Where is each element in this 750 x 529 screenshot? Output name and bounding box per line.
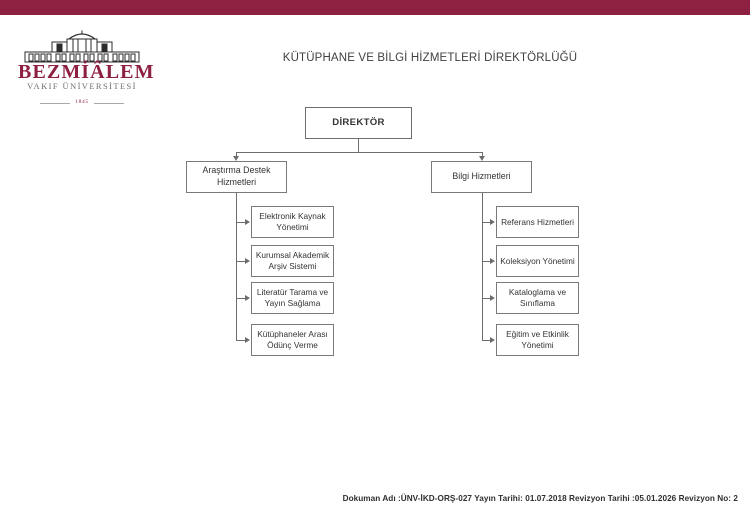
document-footer: Dokuman Adı :ÜNV-İKD-ORŞ-027 Yayın Tarih… bbox=[342, 494, 738, 503]
arrow-right-child-1 bbox=[490, 218, 495, 225]
connector-left-drop bbox=[236, 152, 237, 157]
connector-right-spine bbox=[482, 193, 483, 341]
arrow-to-left-branch bbox=[232, 156, 239, 161]
connector-right-child-1 bbox=[482, 222, 492, 223]
org-node-director[interactable]: DİREKTÖR bbox=[305, 107, 412, 139]
connector-left-spine bbox=[236, 193, 237, 341]
arrow-left-child-2 bbox=[245, 257, 250, 264]
connector-root-stem bbox=[358, 139, 359, 152]
connector-root-bus bbox=[236, 152, 483, 153]
arrow-left-child-3 bbox=[245, 294, 250, 301]
building-icon bbox=[24, 30, 140, 63]
logo-year-rule: 1845 bbox=[18, 91, 146, 107]
brand-top-bar bbox=[0, 0, 750, 15]
logo-subtitle: VAKIF ÜNİVERSİTESİ bbox=[27, 81, 137, 91]
connector-left-child-2 bbox=[236, 261, 246, 262]
org-node-kutuphaneler-arasi-odunc-verme[interactable]: Kütüphaneler Arası Ödünç Verme bbox=[251, 324, 334, 356]
arrow-left-child-4 bbox=[245, 336, 250, 343]
connector-left-child-1 bbox=[236, 222, 246, 223]
connector-right-drop bbox=[482, 152, 483, 157]
logo-wordmark: BEZMİÂLEM bbox=[18, 61, 155, 83]
org-node-bilgi-hizmetleri[interactable]: Bilgi Hizmetleri bbox=[431, 161, 532, 193]
arrow-left-child-1 bbox=[245, 218, 250, 225]
logo-year: 1845 bbox=[39, 99, 125, 106]
connector-right-child-2 bbox=[482, 261, 492, 262]
university-logo: BEZMİÂLEM VAKIF ÜNİVERSİTESİ 1845 bbox=[18, 30, 155, 105]
connector-left-child-4 bbox=[236, 340, 246, 341]
arrow-right-child-3 bbox=[490, 294, 495, 301]
arrow-to-right-branch bbox=[478, 156, 485, 161]
org-node-arastirma-destek-hizmetleri[interactable]: Araştırma Destek Hizmetleri bbox=[186, 161, 287, 193]
org-node-elektronik-kaynak-yonetimi[interactable]: Elektronik Kaynak Yönetimi bbox=[251, 206, 334, 238]
org-node-referans-hizmetleri[interactable]: Referans Hizmetleri bbox=[496, 206, 579, 238]
org-node-egitim-ve-etkinlik-yonetimi[interactable]: Eğitim ve Etkinlik Yönetimi bbox=[496, 324, 579, 356]
org-node-kataloglama-ve-siniflama[interactable]: Kataloglama ve Sınıflama bbox=[496, 282, 579, 314]
org-node-literatur-tarama-ve-yayin-saglama[interactable]: Literatür Tarama ve Yayın Sağlama bbox=[251, 282, 334, 314]
org-node-koleksiyon-yonetimi[interactable]: Koleksiyon Yönetimi bbox=[496, 245, 579, 277]
connector-right-child-3 bbox=[482, 298, 492, 299]
connector-right-child-4 bbox=[482, 340, 492, 341]
arrow-right-child-4 bbox=[490, 336, 495, 343]
arrow-right-child-2 bbox=[490, 257, 495, 264]
org-node-kurumsal-akademik-arsiv-sistemi[interactable]: Kurumsal Akademik Arşiv Sistemi bbox=[251, 245, 334, 277]
page-title: KÜTÜPHANE VE BİLGİ HİZMETLERİ DİREKTÖRLÜ… bbox=[282, 52, 578, 64]
connector-left-child-3 bbox=[236, 298, 246, 299]
